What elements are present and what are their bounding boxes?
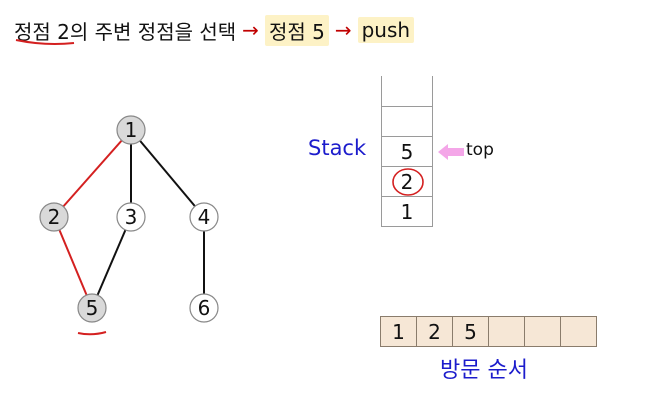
stack-item-2-circle-mark (392, 168, 424, 196)
title-select-neighbors: 의 주변 정점을 선택 (69, 19, 237, 44)
stack-item-empty (381, 106, 433, 137)
node-5: 5 (77, 293, 107, 323)
title-arrow-1: → (242, 18, 259, 42)
node-6: 6 (189, 293, 219, 323)
edge-2-5 (53, 216, 93, 309)
visit-cell-1: 1 (381, 317, 417, 346)
visit-cell-5 (525, 317, 561, 346)
edge-1-2 (53, 129, 132, 218)
node-1: 1 (116, 115, 146, 145)
node-2-circle (39, 202, 69, 232)
node-6-label: 6 (198, 296, 211, 320)
stack-label: Stack (308, 136, 367, 160)
node-3: 3 (116, 202, 146, 232)
node-2-label: 2 (48, 205, 61, 229)
stack-item-5: 5 (381, 137, 433, 167)
edge-3-5 (91, 216, 132, 309)
title-arrow-2: → (334, 18, 352, 42)
title-vertex-5: 정점 5 (264, 14, 329, 46)
stack-item-1: 1 (381, 197, 433, 227)
visit-cell-3: 5 (453, 317, 489, 346)
stack-item-2: 2 (381, 167, 433, 197)
node-1-label: 1 (125, 118, 138, 142)
node-4-label: 4 (198, 205, 211, 229)
title-push: push (357, 17, 415, 43)
visit-cell-6 (561, 317, 596, 346)
stack-open-top (381, 76, 433, 106)
visit-order-label: 방문 순서 (440, 358, 528, 383)
visit-cell-4 (489, 317, 525, 346)
node-4: 4 (189, 202, 219, 232)
node-2: 2 (39, 202, 69, 232)
node-6-circle (189, 293, 219, 323)
node-1-circle (116, 115, 146, 145)
node-5-circle (77, 293, 107, 323)
node-5-label: 5 (86, 296, 99, 320)
visit-cell-2: 2 (417, 317, 453, 346)
edge-1-4 (130, 129, 205, 218)
top-pointer-arrow-icon (438, 144, 464, 160)
stack-top-label: top (466, 140, 494, 160)
node-4-circle (189, 202, 219, 232)
slide-title: 정점 2 의 주변 정점을 선택 → 정점 5 → push (14, 14, 415, 46)
node-3-label: 3 (125, 205, 138, 229)
node-3-circle (116, 202, 146, 232)
